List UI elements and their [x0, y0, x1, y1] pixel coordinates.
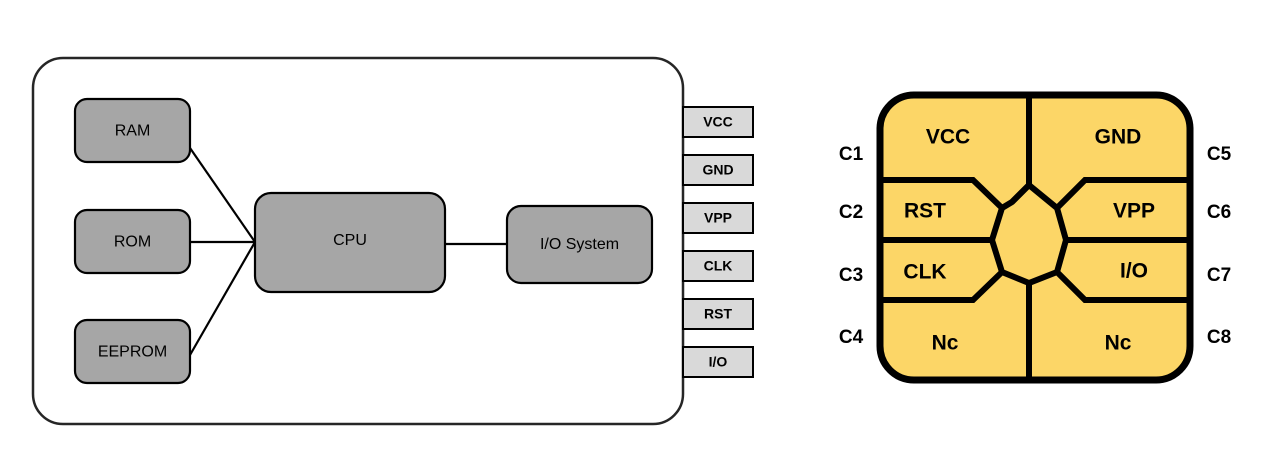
pin-tab-rst-box[interactable]	[682, 298, 754, 330]
block-io-system-box[interactable]	[505, 204, 654, 285]
contact-designation-c2: C2	[839, 202, 863, 223]
separator-c7-c8	[1054, 269, 1190, 303]
contact-pad-diagram: VCC RST CLK Nc GND VPP I/O Nc C1 C2 C3 C…	[839, 91, 1232, 384]
separator-c1-c2	[880, 177, 1005, 211]
central-octagon	[988, 180, 1070, 287]
pin-tab-clk-label: CLK	[704, 258, 733, 274]
contact-separators	[880, 95, 1190, 380]
contact-designation-c5: C5	[1207, 144, 1232, 165]
block-cpu-box[interactable]	[253, 191, 447, 294]
architecture-diagram: RAM ROM EEPROM CPU I/O System VCC	[31, 56, 754, 426]
pin-tab-vpp-box[interactable]	[682, 202, 754, 234]
contact-designation-c4: C4	[839, 327, 864, 348]
block-cpu-label: CPU	[333, 232, 367, 249]
pin-tab-vcc-box[interactable]	[682, 106, 754, 138]
pin-tab-rst[interactable]: RST	[682, 298, 754, 330]
block-ram[interactable]: RAM	[73, 97, 192, 164]
contact-c6-signal: VPP	[1113, 200, 1155, 223]
block-cpu[interactable]: CPU	[253, 191, 447, 294]
block-rom-box[interactable]	[73, 208, 192, 275]
pin-tab-rst-label: RST	[704, 306, 732, 322]
block-eeprom-box[interactable]	[73, 318, 192, 385]
pin-tabs: VCC GND VPP CLK RST I/O	[682, 106, 754, 378]
connector-eeprom-cpu	[189, 241, 256, 356]
connector-lines	[189, 147, 507, 356]
pin-tab-clk-box[interactable]	[682, 250, 754, 282]
block-eeprom-label: EEPROM	[98, 344, 167, 361]
block-rom-label: ROM	[114, 234, 151, 251]
pin-tab-vcc-label: VCC	[703, 114, 733, 130]
contact-c7-signal: I/O	[1120, 260, 1148, 283]
pin-tab-vpp-label: VPP	[704, 210, 732, 226]
block-io-system[interactable]: I/O System	[505, 204, 654, 285]
block-io-system-label: I/O System	[540, 236, 619, 253]
contact-designation-c7: C7	[1207, 265, 1231, 286]
contact-designation-c3: C3	[839, 265, 863, 286]
pin-tab-gnd[interactable]: GND	[682, 154, 754, 186]
contact-designation-c6: C6	[1207, 202, 1231, 223]
contact-c5-signal: GND	[1095, 126, 1142, 149]
block-eeprom[interactable]: EEPROM	[73, 318, 192, 385]
separator-c5-c6	[1054, 177, 1190, 211]
block-rom[interactable]: ROM	[73, 208, 192, 275]
contact-c3-signal: CLK	[903, 261, 946, 284]
pin-tab-io-label: I/O	[709, 354, 728, 370]
pin-tab-clk[interactable]: CLK	[682, 250, 754, 282]
pin-tab-io-box[interactable]	[682, 346, 754, 378]
contact-designation-c1: C1	[839, 144, 864, 165]
pin-tab-vpp[interactable]: VPP	[682, 202, 754, 234]
block-ram-box[interactable]	[73, 97, 192, 164]
pin-tab-gnd-label: GND	[702, 162, 733, 178]
separator-c3-c4	[880, 269, 1005, 303]
pin-tab-gnd-box[interactable]	[682, 154, 754, 186]
contact-c2-signal: RST	[904, 200, 946, 223]
contact-designation-c8: C8	[1207, 327, 1231, 348]
contact-c4-signal: Nc	[932, 332, 959, 355]
block-ram-label: RAM	[115, 123, 151, 140]
pin-tab-vcc[interactable]: VCC	[682, 106, 754, 138]
connector-ram-cpu	[189, 147, 256, 243]
contact-c8-signal: Nc	[1105, 332, 1132, 355]
pin-tab-io[interactable]: I/O	[682, 346, 754, 378]
contact-c1-signal: VCC	[926, 126, 970, 149]
